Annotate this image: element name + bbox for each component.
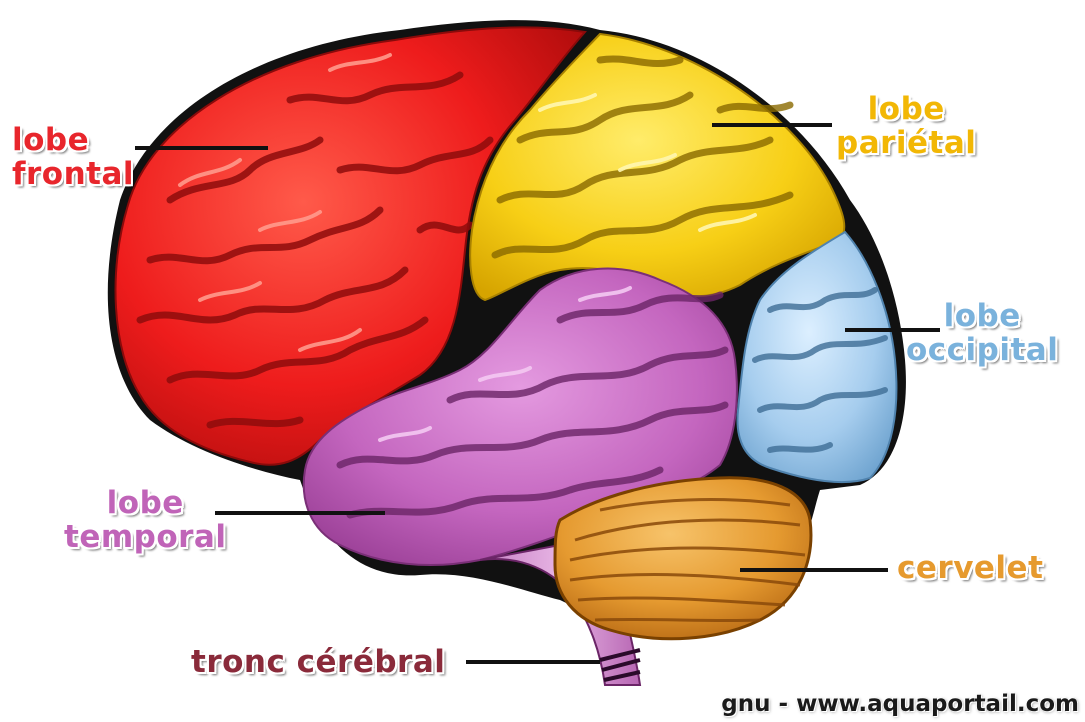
label-lobe-occipital: lobe occipital [906, 299, 1058, 367]
label-lobe-occipital-line1: lobe [906, 299, 1058, 333]
label-cervelet: cervelet [897, 551, 1043, 585]
label-cervelet-text: cervelet [897, 551, 1043, 585]
label-lobe-temporal-line1: lobe [64, 486, 226, 520]
credit-text: gnu - www.aquaportail.com [721, 691, 1079, 717]
label-lobe-temporal: lobe temporal [64, 486, 226, 554]
label-lobe-parietal-line1: lobe [836, 92, 976, 126]
label-lobe-frontal: lobe frontal [12, 123, 134, 191]
label-lobe-parietal: lobe pariétal [836, 92, 976, 160]
label-lobe-parietal-line2: pariétal [836, 126, 976, 160]
label-lobe-occipital-line2: occipital [906, 333, 1058, 367]
label-tronc-cerebral: tronc cérébral [191, 645, 445, 679]
label-lobe-frontal-line1: lobe [12, 123, 134, 157]
label-lobe-frontal-line2: frontal [12, 157, 134, 191]
label-tronc-cerebral-text: tronc cérébral [191, 645, 445, 679]
label-lobe-temporal-line2: temporal [64, 520, 226, 554]
